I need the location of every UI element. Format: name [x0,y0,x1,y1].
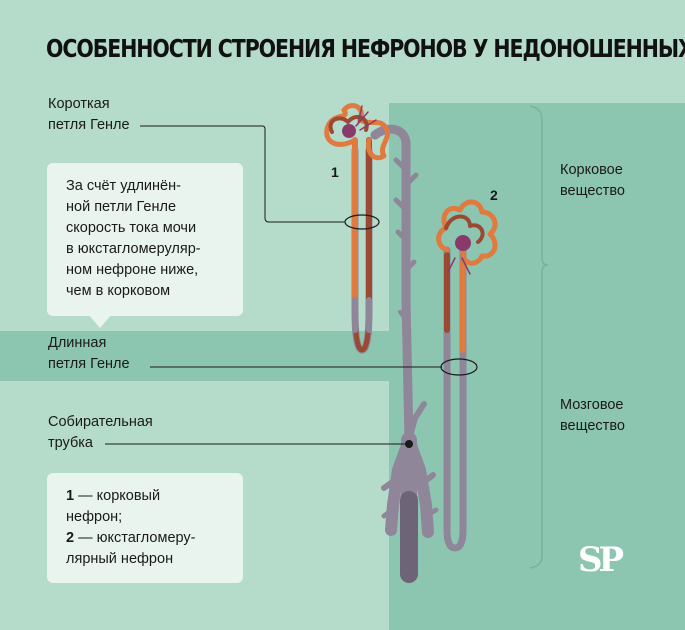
leader-lines [105,125,442,445]
legend-item-juxtamedullary: 2 — юкстагломеру- лярный нефрон [66,530,196,567]
long-loop-label: Длинная петля Генле [48,335,130,372]
nephron-2 [436,199,498,552]
medulla-label: Мозговое вещество [560,397,625,434]
note-card [47,163,243,316]
medulla-zone-panel [437,380,685,630]
nephron-number-2: 2 [490,187,498,203]
short-loop-label: Короткая петля Генле [48,96,130,133]
long-loop-marker [440,358,478,376]
collecting-duct-label: Собирательная трубка [48,414,153,451]
logo: SP [578,540,624,580]
note-text: За счёт удлинён- ной петли Генле скорост… [66,178,201,299]
page-title: ОСОБЕННОСТИ СТРОЕНИЯ НЕФРОНОВ У НЕДОНОШЕ… [46,34,685,63]
cortex-label: Корковое вещество [560,162,625,199]
legend-card [47,473,243,583]
collecting-duct-marker [405,440,413,448]
long-loop-stripe [0,331,389,381]
nephron-number-1: 1 [331,164,339,180]
nephron-1 [324,103,390,354]
zone-brackets [529,105,549,569]
legend-item-cortical: 1 — корковый нефрон; [66,488,161,525]
short-loop-marker [344,214,380,230]
note-card-pointer [88,314,112,328]
